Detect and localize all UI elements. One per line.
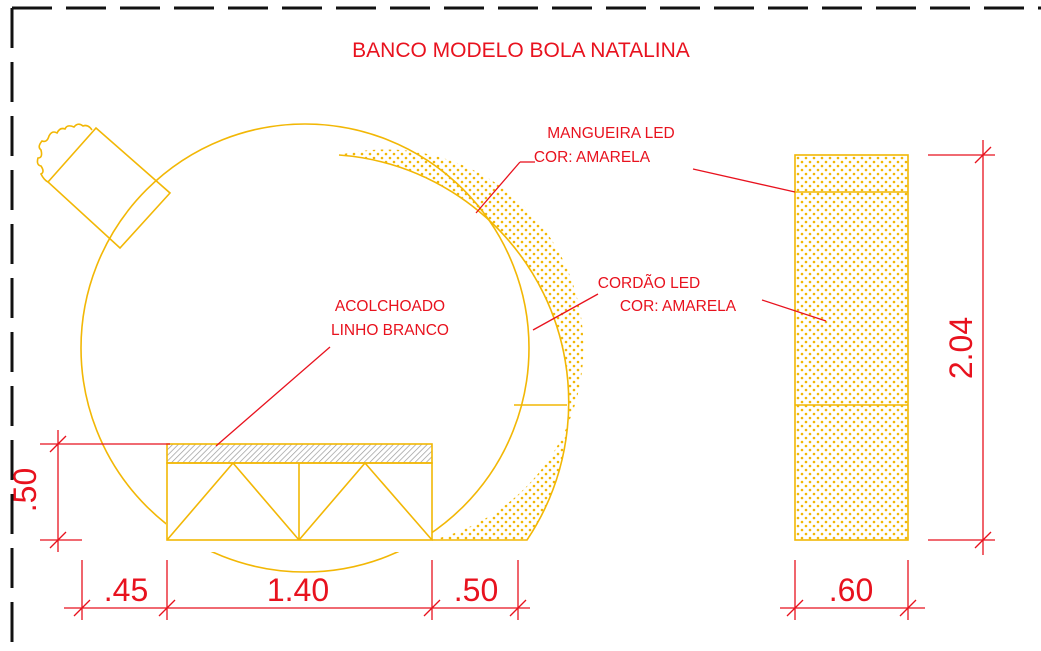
label-mangueira-line2: COR: AMARELA — [534, 149, 651, 166]
dim-side-width: .60 — [829, 572, 873, 608]
led-crescent-fill — [339, 149, 584, 541]
label-acolchoado-line1: ACOLCHOADO — [335, 298, 445, 315]
label-mangueira-led: MANGUEIRA LED COR: AMARELA — [475, 125, 796, 214]
side-view — [794, 154, 909, 541]
bench-truss — [166, 462, 433, 541]
dim-seat-height: .50 — [7, 468, 43, 512]
label-cordao-line1: CORDÃO LED — [598, 275, 701, 292]
front-view — [36, 123, 584, 573]
dim-right-margin: .50 — [454, 572, 498, 608]
christmas-ball-circle — [80, 123, 530, 573]
drawing-frame — [10, 6, 1041, 651]
led-crescent-outline — [338, 154, 570, 541]
label-acolchoado-line2: LINHO BRANCO — [331, 322, 449, 339]
label-cordao-led: CORDÃO LED COR: AMARELA — [532, 275, 827, 331]
cushion — [166, 443, 433, 464]
dim-total-height: 2.04 — [943, 317, 979, 379]
label-acolchoado: ACOLCHOADO LINHO BRANCO — [215, 298, 449, 447]
dim-seat-width: 1.40 — [267, 572, 329, 608]
cap-ring-scallops — [36, 123, 93, 183]
drawing-title: BANCO MODELO BOLA NATALINA — [352, 39, 690, 62]
side-panel — [794, 154, 909, 541]
label-mangueira-line1: MANGUEIRA LED — [547, 125, 674, 142]
dim-left-margin: .45 — [104, 572, 148, 608]
dimension-texts: .50 .45 1.40 .50 .60 2.04 — [7, 317, 979, 608]
dimension-lines — [40, 140, 995, 620]
ornament-cap — [36, 123, 172, 250]
label-cordao-line2: COR: AMARELA — [620, 298, 737, 315]
